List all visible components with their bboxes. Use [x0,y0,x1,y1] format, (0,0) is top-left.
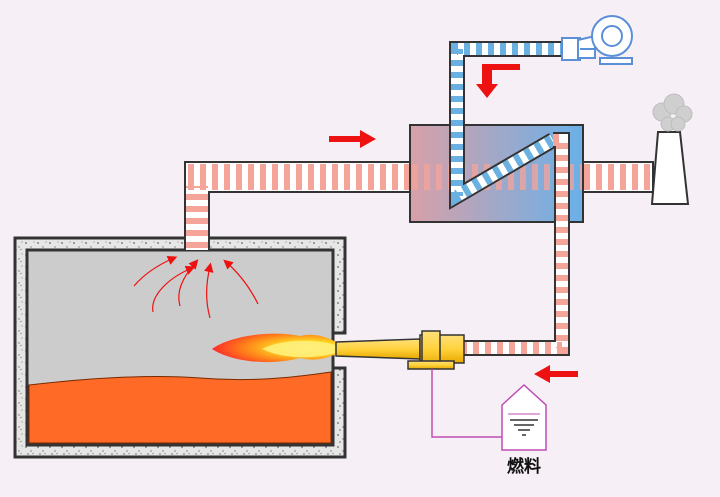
arrow-air-down-left [476,64,520,98]
burner-nozzle [335,338,421,360]
cold-air-stripes [451,43,566,207]
combustion-air-duct [449,41,570,356]
gas-arrow-5 [133,255,178,287]
blower-fan-icon [561,15,633,65]
smoke-icon [652,93,693,132]
fuel-inlet [407,360,455,370]
arrow-exhaust-right [329,130,376,148]
stack-body [650,131,690,205]
burner [212,330,465,370]
fuel-line [431,369,502,438]
molten-metal [28,371,332,444]
fuel-label: 燃料 [507,456,541,477]
hot-gas-arrows [133,255,259,319]
gas-arrow-4 [223,259,259,305]
chimney-stack [650,93,693,205]
fuel-tank-icon [501,383,547,451]
hot-air-stripes [462,134,568,354]
gas-arrow-1 [152,265,196,313]
flow-arrows [329,64,578,383]
arrow-air-in-left [534,365,578,383]
flame-core [262,340,336,358]
gas-arrow-2 [178,259,199,307]
gas-arrow-3 [204,262,214,319]
fuel-supply: 燃料 [431,369,547,477]
